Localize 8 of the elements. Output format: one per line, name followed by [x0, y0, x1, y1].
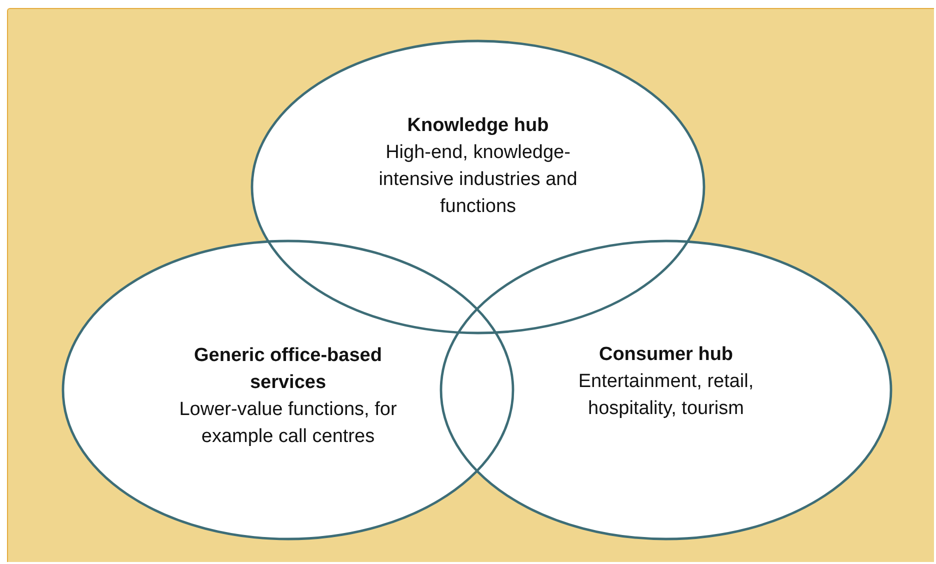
hub-description: High-end, knowledge-intensive industries and functions — [378, 141, 578, 219]
hub-title: Knowledge hub — [406, 114, 550, 138]
hub-title: Generic office-based services — [193, 344, 383, 395]
hub-description: Entertainment, retail, hospitality, tourism — [577, 370, 755, 421]
hub-title: Consumer hub — [598, 343, 734, 367]
ellipse-node — [440, 240, 892, 540]
ellipse-node — [62, 240, 514, 540]
hub-description: Lower-value functions, for example call centres — [178, 398, 398, 449]
